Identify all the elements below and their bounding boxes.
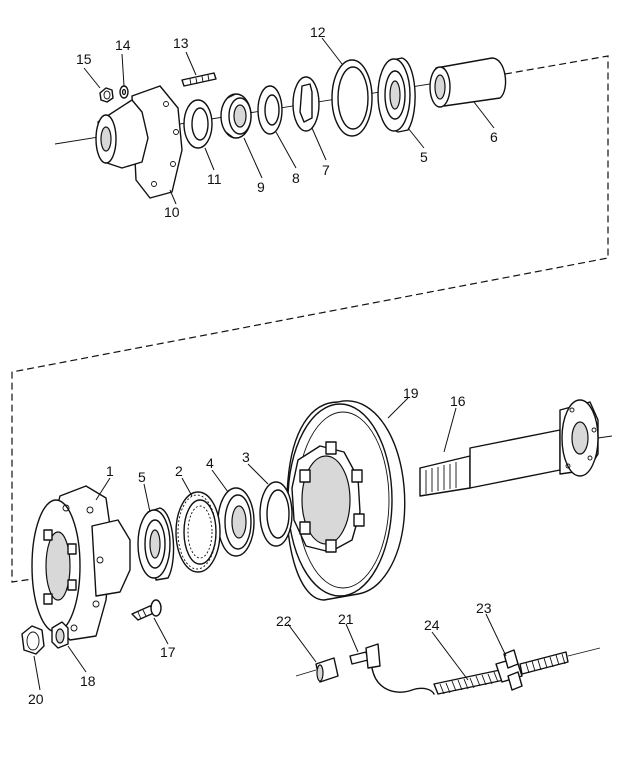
part-8-tab-ring <box>257 85 283 135</box>
part-7-lock-washer <box>292 76 320 132</box>
callout-5-top: 5 <box>420 149 428 165</box>
part-21-abs-sensor <box>349 643 435 695</box>
callout-labels: 15 14 13 12 11 9 8 7 10 5 6 1 5 2 4 3 19… <box>28 24 498 707</box>
callout-8: 8 <box>292 170 300 186</box>
part-6-sleeve <box>429 57 507 108</box>
callout-4: 4 <box>206 455 214 471</box>
callout-17: 17 <box>160 644 176 660</box>
callout-11: 11 <box>207 171 222 187</box>
part-10-flange-hub <box>95 85 183 199</box>
part-13-stud <box>181 72 217 87</box>
part-5-bearing-bottom <box>137 507 175 581</box>
callout-13: 13 <box>173 35 189 51</box>
part-4-bearing-ring <box>217 487 255 557</box>
callout-21: 21 <box>338 611 354 627</box>
part-1-wheel-hub <box>31 485 131 641</box>
callout-18: 18 <box>80 673 96 689</box>
callout-3: 3 <box>242 449 250 465</box>
callout-5-bottom: 5 <box>138 469 146 485</box>
part-9-lock-nut <box>220 93 252 139</box>
part-14-washer <box>119 85 129 99</box>
part-11-spacer-ring <box>183 99 213 149</box>
part-15-nut <box>99 87 114 103</box>
part-20-wheel-nut <box>21 625 45 655</box>
part-23-connector <box>495 649 523 691</box>
callout-2: 2 <box>175 463 183 479</box>
part-16-drive-shaft <box>419 399 613 497</box>
callout-24: 24 <box>424 617 440 633</box>
part-19-brake-disc <box>286 400 406 601</box>
callout-16: 16 <box>450 393 466 409</box>
callout-22: 22 <box>276 613 292 629</box>
callout-14: 14 <box>115 37 131 53</box>
part-18-washer <box>51 621 69 649</box>
part-12-seal-ring <box>331 59 373 137</box>
callout-9: 9 <box>257 179 265 195</box>
part-3-seal <box>259 481 293 547</box>
callout-10: 10 <box>164 204 180 220</box>
part-2-tone-ring <box>175 491 221 573</box>
part-22-sensor-bush <box>295 657 339 683</box>
callout-20: 20 <box>28 691 44 707</box>
callout-6: 6 <box>490 129 498 145</box>
part-5-bearing-top <box>377 57 416 133</box>
callout-23: 23 <box>476 600 492 616</box>
part-17-wheel-stud <box>131 599 162 621</box>
leader-lines <box>33 37 507 691</box>
callout-12: 12 <box>310 24 326 40</box>
callout-15: 15 <box>76 51 92 67</box>
callout-19: 19 <box>403 385 419 401</box>
callout-7: 7 <box>322 162 330 178</box>
callout-1: 1 <box>106 463 114 479</box>
